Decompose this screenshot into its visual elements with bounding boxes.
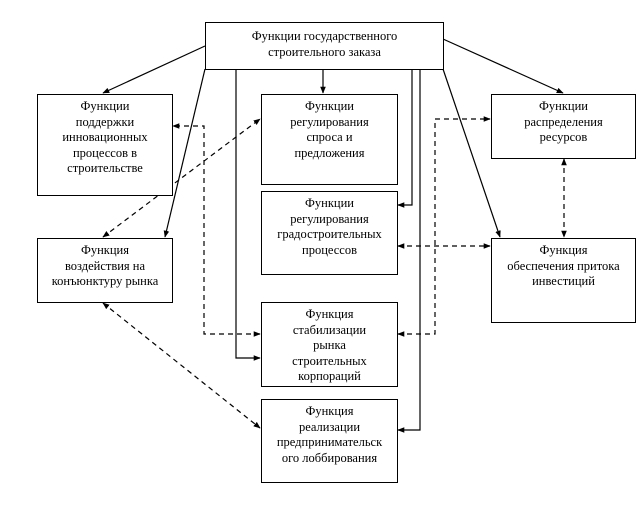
- node-label: Функция стабилизации рынка строительных …: [292, 307, 367, 383]
- edge-root-to-resource-distribution: [442, 38, 564, 94]
- node-corporations-stabilization: Функция стабилизации рынка строительных …: [261, 302, 398, 387]
- node-label: Функция воздействия на конъюнктуру рынка: [51, 243, 159, 288]
- root-node-label: Функции государственного строительного з…: [251, 29, 398, 59]
- edge-root-to-lobbying: [397, 69, 421, 433]
- edge-root-to-urban-planning: [397, 69, 413, 208]
- edge-market-lobbying: [102, 302, 261, 429]
- edge-corporations-resources: [397, 116, 491, 337]
- node-label: Функции поддержки инновационных процессо…: [62, 99, 148, 175]
- node-label: Функция реализации предпринимательск ого…: [276, 404, 383, 465]
- node-lobbying: Функция реализации предпринимательск ого…: [261, 399, 398, 483]
- edge-corporations-innovation: [172, 123, 261, 337]
- node-investment-inflow: Функция обеспечения притока инвестиций: [491, 238, 636, 323]
- edge-root-to-corporations-stabilization: [235, 69, 261, 361]
- node-urban-planning-regulation: Функции регулирования градостроительных …: [261, 191, 398, 275]
- node-label: Функции регулирования градостроительных …: [277, 196, 382, 257]
- edge-root-to-innovation-support: [102, 45, 206, 94]
- node-label: Функции распределения ресурсов: [524, 99, 603, 144]
- node-supply-demand-regulation: Функции регулирования спроса и предложен…: [261, 94, 398, 185]
- edge-market-supply-demand: [102, 118, 261, 238]
- node-market-influence: Функция воздействия на конъюнктуру рынка: [37, 238, 173, 303]
- node-resource-distribution: Функции распределения ресурсов: [491, 94, 636, 159]
- node-innovation-support: Функции поддержки инновационных процессо…: [37, 94, 173, 196]
- node-label: Функция обеспечения притока инвестиций: [507, 243, 620, 288]
- root-node: Функции государственного строительного з…: [205, 22, 444, 70]
- node-label: Функции регулирования спроса и предложен…: [290, 99, 369, 160]
